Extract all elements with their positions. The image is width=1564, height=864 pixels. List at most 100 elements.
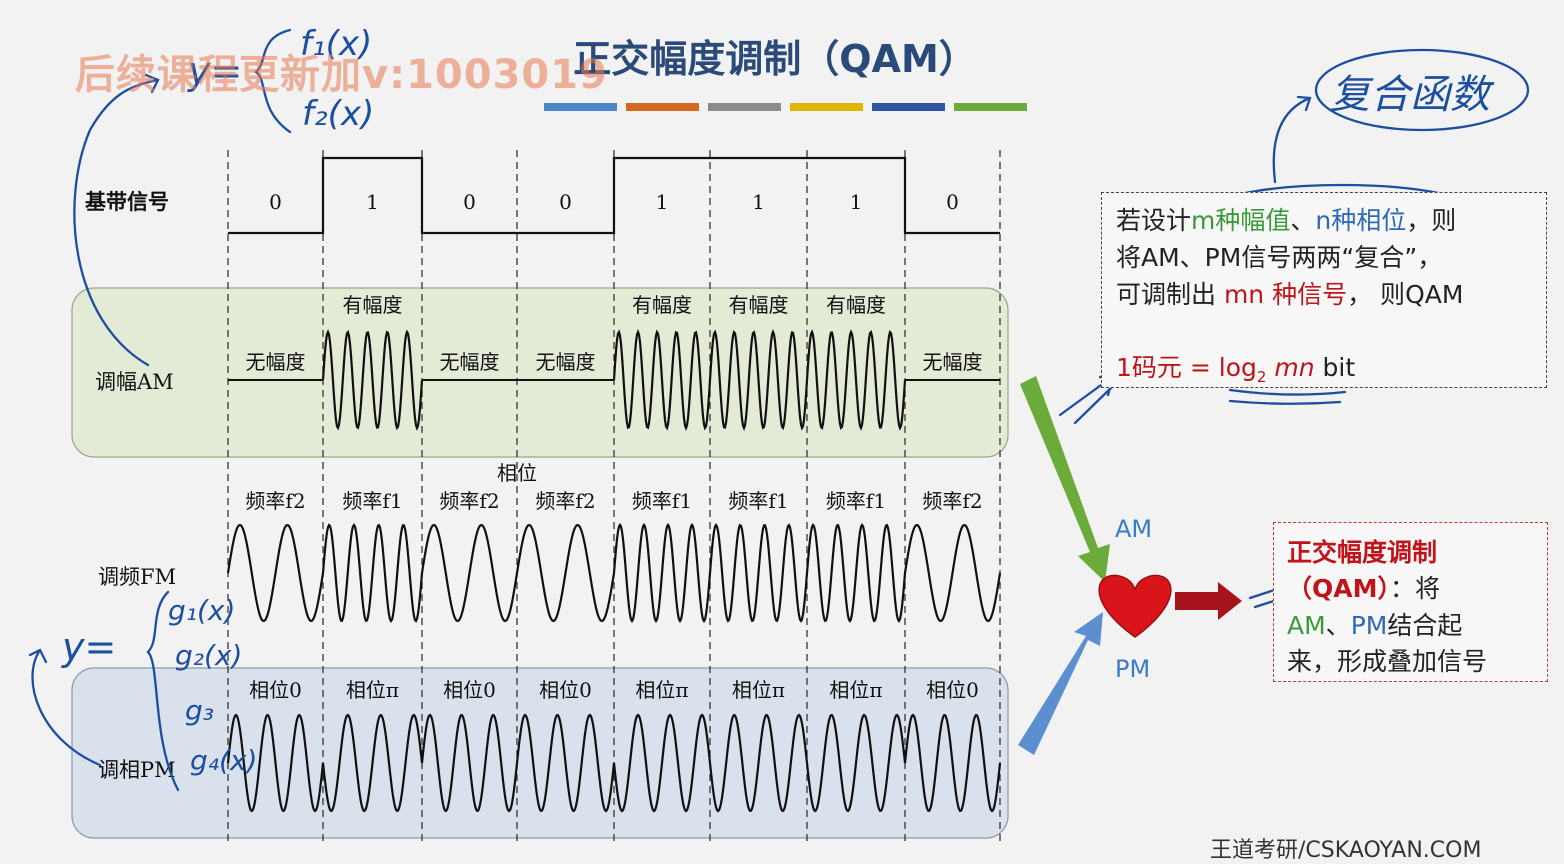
pm-panel [71, 667, 1009, 839]
fm-wave-segment [321, 522, 424, 624]
formula-bit: bit [1314, 353, 1356, 382]
note-text: 可调制出 [1116, 280, 1224, 309]
composite-handwriting: 复合函数 [1330, 72, 1495, 118]
note-text: 、 [1290, 206, 1316, 235]
am-arrow-label: AM [1115, 515, 1152, 543]
result-arrow [1175, 582, 1242, 620]
fm-wave-segment [805, 523, 907, 623]
fm-slot-label: 频率f2 [922, 489, 982, 513]
pm-wave-segment [420, 713, 519, 813]
am-slot-label: 无幅度 [923, 350, 983, 374]
fm-slot-label: 频率f2 [245, 489, 305, 513]
fm-wave-segment [903, 523, 1002, 623]
pm-wave-segment [612, 713, 712, 813]
bit-label: 1 [850, 190, 863, 214]
definition-text: ：将 [1389, 574, 1440, 603]
hand-g2: g₂(x) [175, 639, 242, 672]
am-wave-segment [805, 329, 907, 431]
am-row-label: 调幅AM [95, 370, 174, 394]
title-bar-segment [790, 103, 863, 111]
pm-slot-label: 相位0 [539, 678, 592, 702]
title-bar-segment [626, 103, 699, 111]
bit-label: 0 [946, 190, 959, 214]
pm-wave-segment [903, 713, 1002, 813]
fm-wave-segment [612, 522, 712, 624]
pm-slot-label: 相位0 [443, 678, 496, 702]
am-wave-segment [612, 329, 712, 431]
note-formula: 1码元 = log2 mn bit [1116, 348, 1355, 386]
note-line-3: 可调制出 mn 种信号， 则QAM [1116, 275, 1463, 311]
pm-slot-label: 相位π [829, 678, 882, 702]
definition-am: AM [1287, 611, 1326, 640]
hand-g1: g₁(x) [168, 594, 235, 627]
am-wave-segment [708, 329, 809, 431]
footer-credit: 王道考研/CSKAOYAN.COM [1210, 838, 1482, 863]
title-bar-segment [708, 103, 781, 111]
hand-arrow-top [73, 73, 160, 367]
note-text: ， 则 [1347, 280, 1406, 309]
definition-text: 结合起 [1387, 611, 1463, 640]
note-m-amplitudes: m种幅值 [1191, 206, 1291, 235]
am-wave-segment [321, 329, 424, 431]
hand-brace-top [254, 28, 292, 134]
watermark-text: 后续课程更新加v:1003019 [75, 52, 608, 98]
bit-label: 1 [656, 190, 669, 214]
pm-wave-segment [515, 713, 616, 813]
definition-qam: （QAM） [1287, 574, 1390, 603]
definition-title: 正交幅度调制 [1287, 538, 1438, 567]
pm-slot-label: 相位π [732, 678, 785, 702]
pm-arrow [1018, 612, 1103, 755]
am-slot-label: 无幅度 [440, 350, 500, 374]
pm-slot-label: 相位π [635, 678, 688, 702]
fm-slot-label: 频率f1 [826, 489, 886, 513]
bit-label: 1 [752, 190, 765, 214]
heart-icon [1098, 574, 1172, 638]
fm-wave-segment [420, 523, 519, 623]
am-slot-label: 有幅度 [632, 293, 692, 317]
definition-line-3: AM、PM结合起 [1287, 606, 1462, 642]
qam-definition-box: 正交幅度调制 （QAM）：将 AM、PM结合起 来，形成叠加信号 [1273, 522, 1548, 682]
pm-slot-label: 相位0 [249, 678, 302, 702]
note-text: ，则 [1406, 206, 1457, 235]
pm-arrow-label: PM [1115, 655, 1150, 683]
fm-slot-label: 频率f2 [535, 489, 595, 513]
qam-note-box: 若设计m种幅值、n种相位，则 将AM、PM信号两两“复合”， 可调制出 mn 种… [1101, 192, 1547, 388]
fm-slot-label: 频率f2 [439, 489, 499, 513]
definition-text: 、 [1325, 611, 1351, 640]
fm-slot-label: 频率f1 [632, 489, 692, 513]
bit-label: 0 [559, 190, 572, 214]
composite-pointer [1272, 95, 1312, 184]
pm-wave-segment [321, 713, 424, 813]
am-slot-label: 有幅度 [826, 293, 886, 317]
hand-arrow-bottom [28, 648, 102, 767]
pm-wave-segment [226, 713, 325, 813]
hand-g3: g₃ [185, 694, 214, 727]
hand-y-top: y= [187, 49, 242, 93]
am-slot-label: 无幅度 [246, 350, 306, 374]
title-bar-segment [872, 103, 945, 111]
bit-label: 0 [463, 190, 476, 214]
fm-wave-segment [708, 522, 809, 624]
phase-heading: 相位 [497, 461, 537, 485]
hand-brace-bottom [146, 590, 180, 792]
am-panel [71, 287, 1009, 458]
fm-slot-label: 频率f1 [728, 489, 788, 513]
composite-circle [1314, 48, 1530, 132]
hand-y-bottom: y= [61, 625, 116, 669]
fm-slot-label: 频率f1 [342, 489, 402, 513]
hand-f1: f₁(x) [300, 24, 372, 64]
formula-text: 1码元 = log [1116, 353, 1257, 382]
slide-title: 正交幅度调制（QAM） [573, 37, 977, 81]
note-mn-signals: mn 种信号 [1223, 280, 1348, 309]
hand-f2: f₂(x) [302, 94, 374, 134]
am-slot-label: 有幅度 [729, 293, 789, 317]
note-qam: QAM [1405, 280, 1464, 309]
baseband-square-wave [228, 156, 1000, 235]
baseband-row-label: 基带信号 [85, 189, 169, 214]
note-n-phases: n种相位 [1315, 206, 1407, 235]
note-line-1: 若设计m种幅值、n种相位，则 [1116, 201, 1456, 237]
title-bar-segment [954, 103, 1027, 111]
formula-subscript: 2 [1256, 368, 1267, 386]
